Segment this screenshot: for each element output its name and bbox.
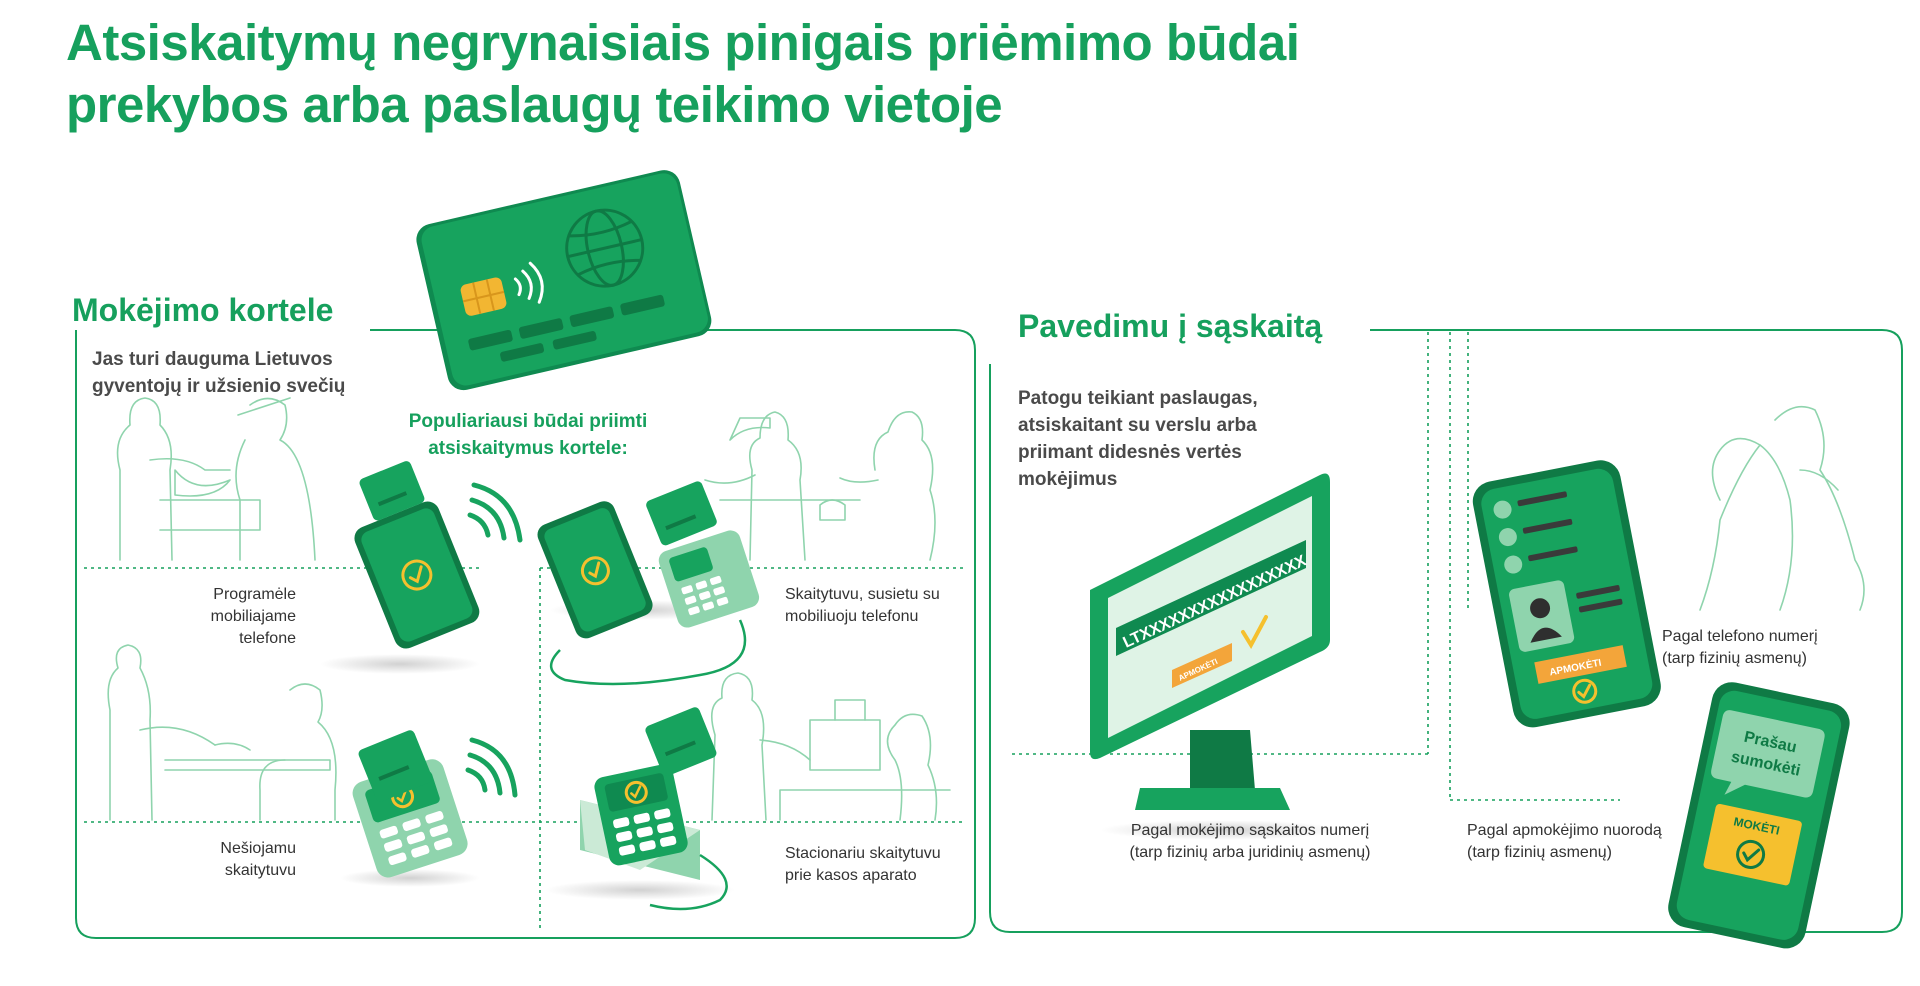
method-payment-link-line-2: (tarp fizinių asmenų) [1467,844,1612,861]
method-stationary-reader-line-1: Stacionariu skaitytuvu [785,845,941,862]
card-section-title: Mokėjimo kortele [64,292,342,329]
popular-line-1: Populiariausi būdai priimti [408,411,648,432]
method-payment-link-label: Pagal apmokėjimo nuorodą (tarp fizinių a… [1467,820,1662,864]
method-account-number-line-1: Pagal mokėjimo sąskaitos numerį [1130,822,1370,839]
contactless-icon [465,737,518,798]
transfer-desc-line-2: atsiskaitant su verslu arba [1018,415,1257,436]
phone-number-illustration: APMOKĖTI [1472,460,1661,728]
card-reader-phone-illustration [537,481,760,686]
method-account-number-label: Pagal mokėjimo sąskaitos numerį (tarp fi… [1060,820,1440,864]
stationary-reader-illustration [545,707,735,911]
popular-methods-heading: Populiariausi būdai priimti atsiskaitymu… [378,408,678,462]
method-phone-number-label: Pagal telefono numerį (tarp fizinių asme… [1662,626,1818,670]
page-title-line-1: Atsiskaitymų negrynaisiais pinigais priė… [66,14,1300,71]
transfer-desc-line-1: Patogu teikiant paslaugas, [1018,388,1258,409]
monitor-illustration: LTXXXXXXXXXXXXXXXXX APMOKĖTI [1090,473,1340,840]
method-account-number-line-2: (tarp fizinių arba juridinių asmenų) [1129,844,1371,861]
globe-icon [565,208,645,288]
person-icon [1493,491,1578,574]
method-phone-number-line-2: (tarp fizinių asmenų) [1662,650,1807,667]
method-mobile-app-line-3: telefone [239,630,296,647]
card-desc-line-2: gyventojų ir užsienio svečių [92,376,346,397]
payment-link-illustration: Prašau sumokėti MOKĖTI [1668,682,1850,949]
method-mobile-app-line-2: mobiliajame [210,608,296,625]
mobile-app-illustration [320,461,523,674]
check-icon [1241,615,1268,650]
transfer-section-description: Patogu teikiant paslaugas, atsiskaitant … [1018,385,1258,493]
method-reader-phone-label: Skaitytuvu, susietu su mobiliuoju telefo… [785,584,940,628]
popular-line-2: atsiskaitymus kortele: [428,438,628,459]
contactless-icon [467,482,523,543]
card-desc-line-1: Jas turi dauguma Lietuvos [92,349,333,370]
method-mobile-app-line-1: Programėle [213,586,296,603]
method-portable-reader-line-2: skaitytuvu [224,862,296,879]
method-payment-link-line-1: Pagal apmokėjimo nuorodą [1467,822,1662,839]
portable-reader-illustration [340,730,518,887]
check-icon [408,565,423,584]
method-reader-phone-line-1: Skaitytuvu, susietu su [785,586,940,603]
method-stationary-reader-label: Stacionariu skaitytuvu prie kasos aparat… [785,843,941,887]
method-portable-reader-label: Nešiojamu skaitytuvu [160,838,296,882]
method-stationary-reader-line-2: prie kasos aparato [785,867,917,884]
method-mobile-app-label: Programėle mobiliajame telefone [160,584,296,650]
transfer-section-dividers [1012,332,1620,801]
card-section-description: Jas turi dauguma Lietuvos gyventojų ir u… [92,346,345,400]
transfer-section-title: Pavedimu į sąskaitą [1010,308,1331,345]
transfer-desc-line-3: priimant didesnės vertės [1018,442,1242,463]
card-section-frame [75,329,976,939]
method-portable-reader-line-1: Nešiojamu [220,840,296,857]
credit-card-icon [416,170,712,391]
people-illustrations [107,397,1865,821]
contactless-icon [513,261,544,304]
page-title-line-2: prekybos arba paslaugų teikimo vietoje [66,76,1003,133]
transfer-section-frame [989,329,1903,933]
transfer-desc-line-4: mokėjimus [1018,469,1118,490]
method-phone-number-line-1: Pagal telefono numerį [1662,628,1818,645]
method-reader-phone-line-2: mobiliuoju telefonu [785,608,919,625]
page-title: Atsiskaitymų negrynaisiais pinigais priė… [66,12,1566,136]
